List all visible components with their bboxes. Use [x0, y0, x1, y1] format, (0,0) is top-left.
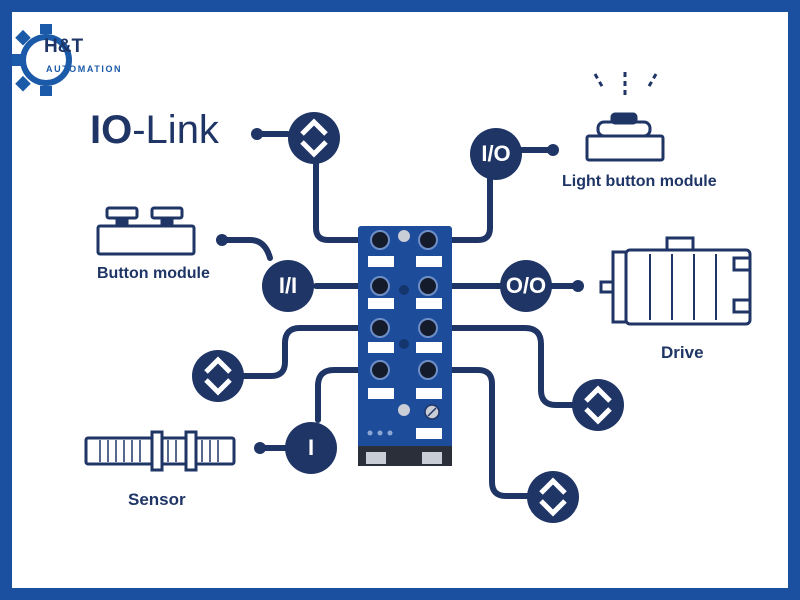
drive-motor-icon [599, 236, 752, 326]
connection-wires [219, 131, 581, 499]
io-badge: I/O [470, 128, 522, 180]
wire-button-module [219, 237, 273, 261]
button-module-label: Button module [97, 265, 210, 282]
input-badge: I/I [262, 260, 314, 312]
sensor-badge: I [285, 422, 337, 474]
sensor-label: Sensor [128, 490, 186, 509]
iolink-symbol-icon [192, 350, 244, 402]
light-button-module-icon [585, 72, 665, 162]
wire-right-symbol [425, 325, 577, 408]
logo-subtitle: AUTOMATION [46, 64, 123, 74]
output-badge: O/O [500, 260, 552, 312]
gear-icon [12, 24, 72, 96]
io-link-title: IO-Link [90, 108, 219, 153]
logo-title: H&T [44, 36, 84, 57]
wire-bottom-symbol [425, 367, 530, 499]
button-module-icon [96, 206, 196, 256]
wire-iolink-port [313, 157, 383, 243]
io-link-title-rest: -Link [132, 108, 219, 152]
sensor-icon [84, 430, 236, 472]
wire-left-symbol [241, 325, 383, 379]
wire-io-port [425, 175, 493, 243]
drive-label: Drive [661, 343, 704, 362]
io-link-title-io: IO [90, 108, 133, 152]
wire-sensor-port [315, 367, 383, 423]
iolink-symbol-icon [288, 112, 340, 164]
iolink-symbol-icon [572, 379, 624, 431]
light-button-module-label: Light button module [562, 173, 717, 190]
wire-end-dots [216, 128, 584, 454]
iolink-symbol-icon [527, 471, 579, 523]
io-link-master-module [358, 226, 452, 466]
